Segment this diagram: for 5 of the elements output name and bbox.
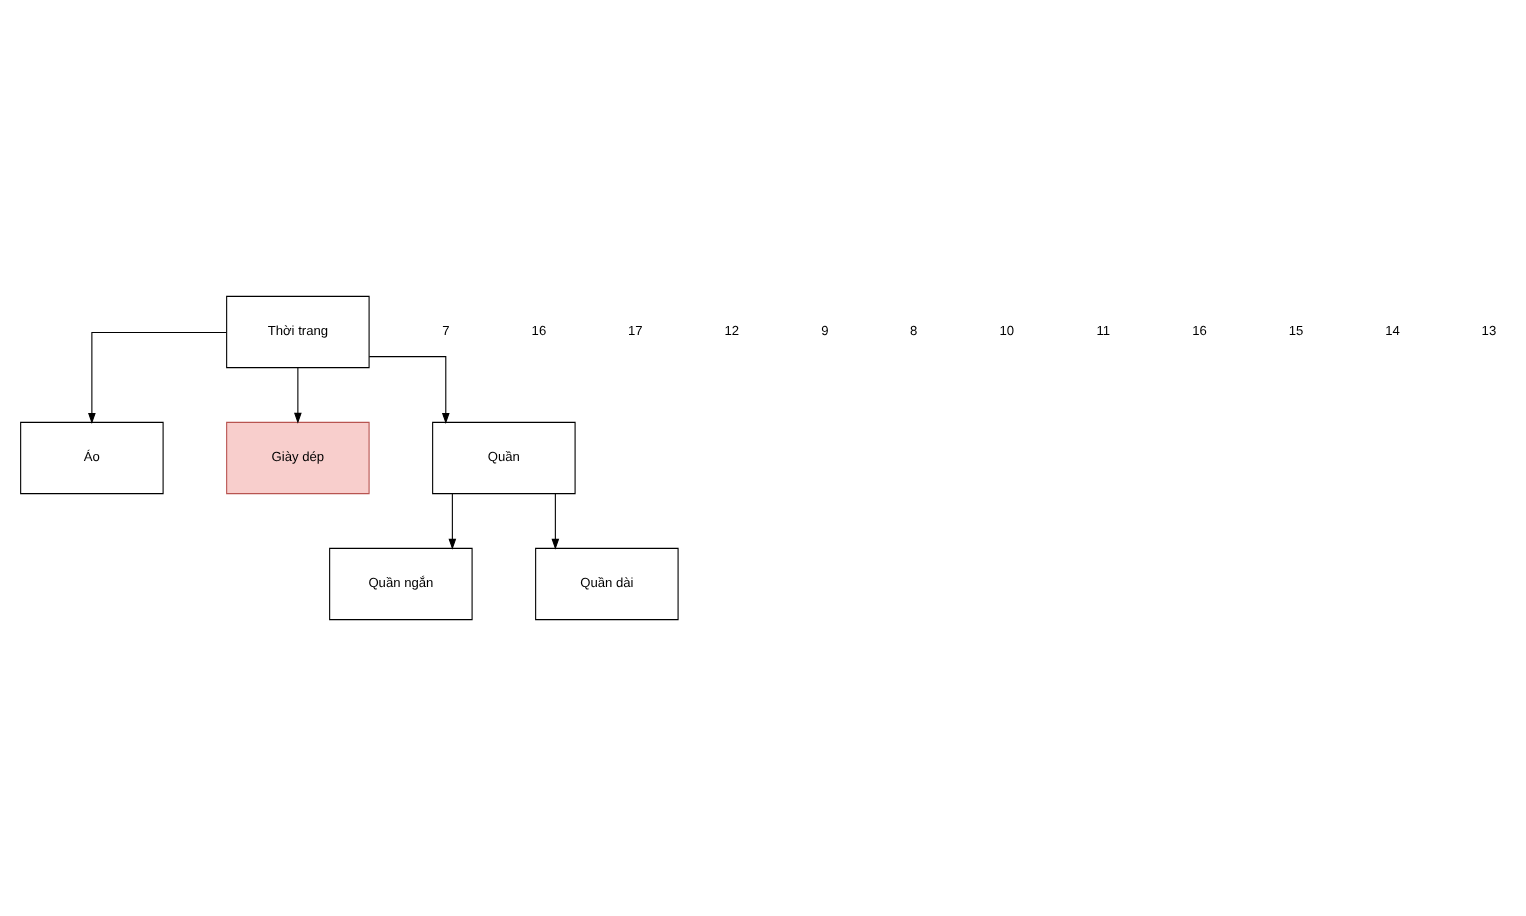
arrow [448,493,457,550]
arrow [88,332,227,425]
arrow [294,367,302,424]
arrow [551,493,560,550]
arrow [368,356,450,424]
